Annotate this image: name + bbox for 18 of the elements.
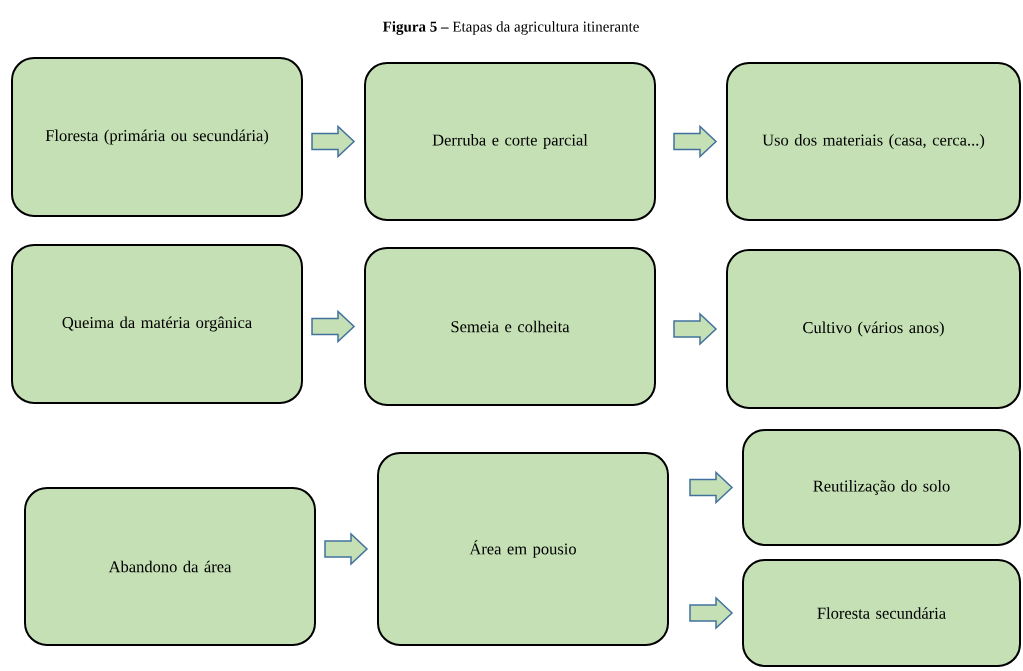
process-box: Área em pousio <box>377 452 669 646</box>
block-arrow <box>673 312 718 346</box>
process-box: Floresta secundária <box>742 559 1021 667</box>
process-box: Floresta (primária ou secundária) <box>11 57 303 217</box>
process-box: Reutilização do solo <box>742 429 1021 546</box>
block-arrow <box>689 470 734 505</box>
process-box: Derruba e corte parcial <box>364 62 656 221</box>
block-arrow <box>311 309 356 344</box>
process-box: Semeia e colheita <box>364 247 656 406</box>
process-box: Abandono da área <box>24 487 316 646</box>
figure-title: Figura 5 – Etapas da agricultura itinerante <box>382 21 639 35</box>
block-arrow <box>689 596 734 630</box>
process-box: Uso dos materiais (casa, cerca...) <box>726 62 1021 221</box>
block-arrow <box>311 124 356 159</box>
process-box: Cultivo (vários anos) <box>726 249 1021 409</box>
block-arrow <box>673 124 718 159</box>
block-arrow <box>324 532 369 566</box>
process-box: Queima da matéria orgânica <box>11 244 303 404</box>
